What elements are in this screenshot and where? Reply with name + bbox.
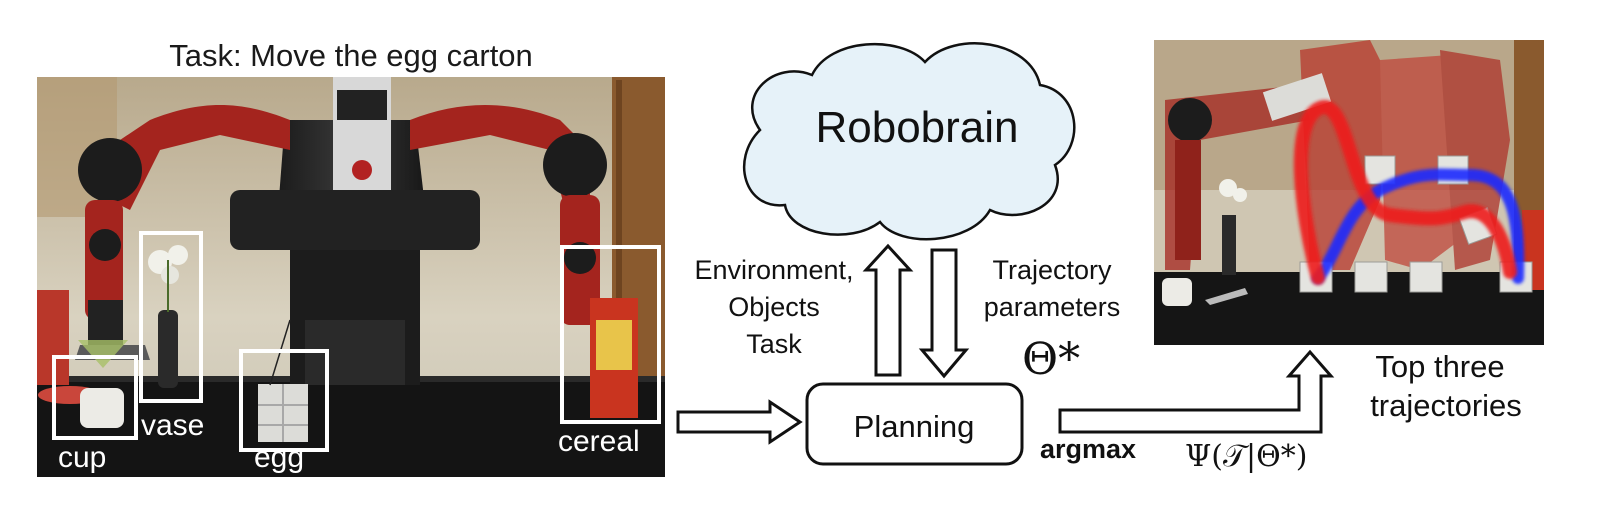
robobrain-cloud: Robobrain bbox=[743, 42, 1076, 241]
up-arrow bbox=[862, 243, 914, 377]
bbox-cereal bbox=[560, 245, 661, 424]
trajectory-red bbox=[1293, 100, 1517, 285]
object-label-cereal: cereal bbox=[558, 425, 640, 458]
down-arrow bbox=[918, 248, 970, 379]
object-label-vase: vase bbox=[141, 409, 204, 442]
output-label-line-2: trajectories bbox=[1370, 388, 1522, 423]
theta-symbol: Θ* bbox=[1022, 334, 1080, 385]
env-label-line-2: Objects bbox=[728, 292, 820, 322]
planning-box bbox=[805, 382, 1024, 466]
cloud-label: Robobrain bbox=[815, 103, 1018, 152]
argmax-expression: Ψ(𝒯|Θ*) bbox=[1185, 439, 1307, 474]
traj-label-line-1: Trajectory bbox=[992, 255, 1112, 285]
bbox-egg bbox=[239, 349, 329, 452]
planning-to-output-arrow bbox=[1058, 349, 1335, 434]
detection-boxes bbox=[52, 231, 661, 452]
planning-label: Planning bbox=[854, 409, 975, 444]
output-label-line-1: Top three bbox=[1375, 349, 1504, 384]
trajectory-photo bbox=[1154, 40, 1544, 345]
argmax-label: argmax bbox=[1040, 434, 1136, 464]
object-label-cup: cup bbox=[58, 441, 106, 474]
bbox-vase bbox=[139, 231, 203, 403]
traj-label-line-2: parameters bbox=[984, 292, 1121, 322]
env-label-line-3: Task bbox=[746, 329, 802, 359]
scene-photo bbox=[37, 77, 665, 477]
env-label-line-1: Environment, bbox=[694, 255, 853, 285]
object-label-egg: egg bbox=[254, 441, 304, 474]
task-caption: Task: Move the egg carton bbox=[169, 38, 533, 73]
scene-to-planning-arrow bbox=[676, 399, 803, 445]
trajectory-blue bbox=[1312, 168, 1525, 284]
bbox-cup bbox=[52, 355, 138, 440]
